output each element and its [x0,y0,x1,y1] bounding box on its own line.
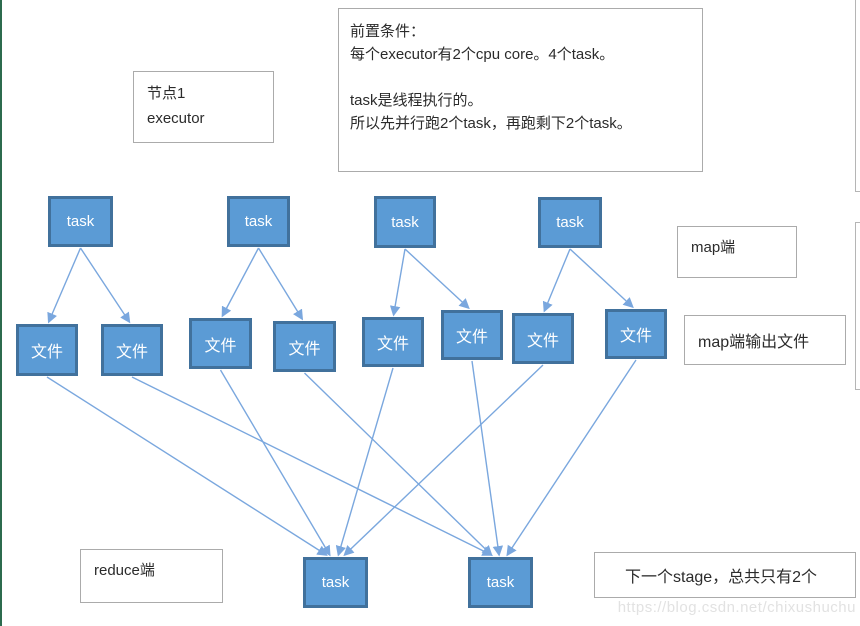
node1-label: 节点1 [147,85,186,102]
file-node: 文件 [362,317,424,367]
file-node: 文件 [512,313,574,364]
executor-label: executor [147,110,205,127]
edge-arrow [471,360,504,557]
precondition-line [350,66,702,89]
map-task-node: task [227,196,290,247]
edge-arrow [506,359,637,557]
reduce-task-node: task [303,557,368,608]
file-node: 文件 [605,309,667,359]
clipped-box-right-top [855,0,860,192]
edge-arrow [219,369,331,557]
file-node: 文件 [16,324,78,376]
reduce-task-node: task [468,557,533,608]
map-task-node: task [538,197,602,248]
edge-arrow [542,248,571,313]
edge-arrow [257,247,304,321]
reduce-side-label-box: reduce端 [80,549,223,603]
edge-arrow [304,372,493,557]
edge-arrow [404,248,470,310]
precondition-line: 前置条件： [350,23,426,40]
precondition-line: task是线程执行的。 [350,92,483,109]
map-side-label-box: map端 [677,226,797,278]
file-node: 文件 [273,321,336,372]
edge-arrow [79,247,131,324]
edge-arrow [131,376,493,556]
edge-arrow [343,364,544,557]
map-task-node: task [48,196,113,247]
file-node: 文件 [441,310,503,360]
edge-arrow [46,376,328,556]
clipped-box-right-middle [855,222,860,390]
edge-arrow [47,247,82,324]
edge-arrow [335,367,394,557]
next-stage-label-box: 下一个stage，总共只有2个 [594,552,856,598]
edge-arrow [569,248,634,309]
file-node: 文件 [189,318,252,369]
edge-arrow [221,247,260,318]
node1-executor-label-box: 节点1 executor [133,71,274,143]
precondition-note-box: 前置条件： 每个executor有2个cpu core。4个task。 task… [338,8,703,172]
left-green-border [0,0,2,626]
watermark-text: https://blog.csdn.net/chixushuchu [617,599,856,616]
edge-arrow [389,248,406,317]
map-task-node: task [374,196,436,248]
file-node: 文件 [101,324,163,376]
precondition-line: 所以先并行跑2个task，再跑剩下2个task。 [350,115,632,132]
map-output-label-box: map端输出文件 [684,315,846,365]
precondition-line: 每个executor有2个cpu core。4个task。 [350,46,615,63]
